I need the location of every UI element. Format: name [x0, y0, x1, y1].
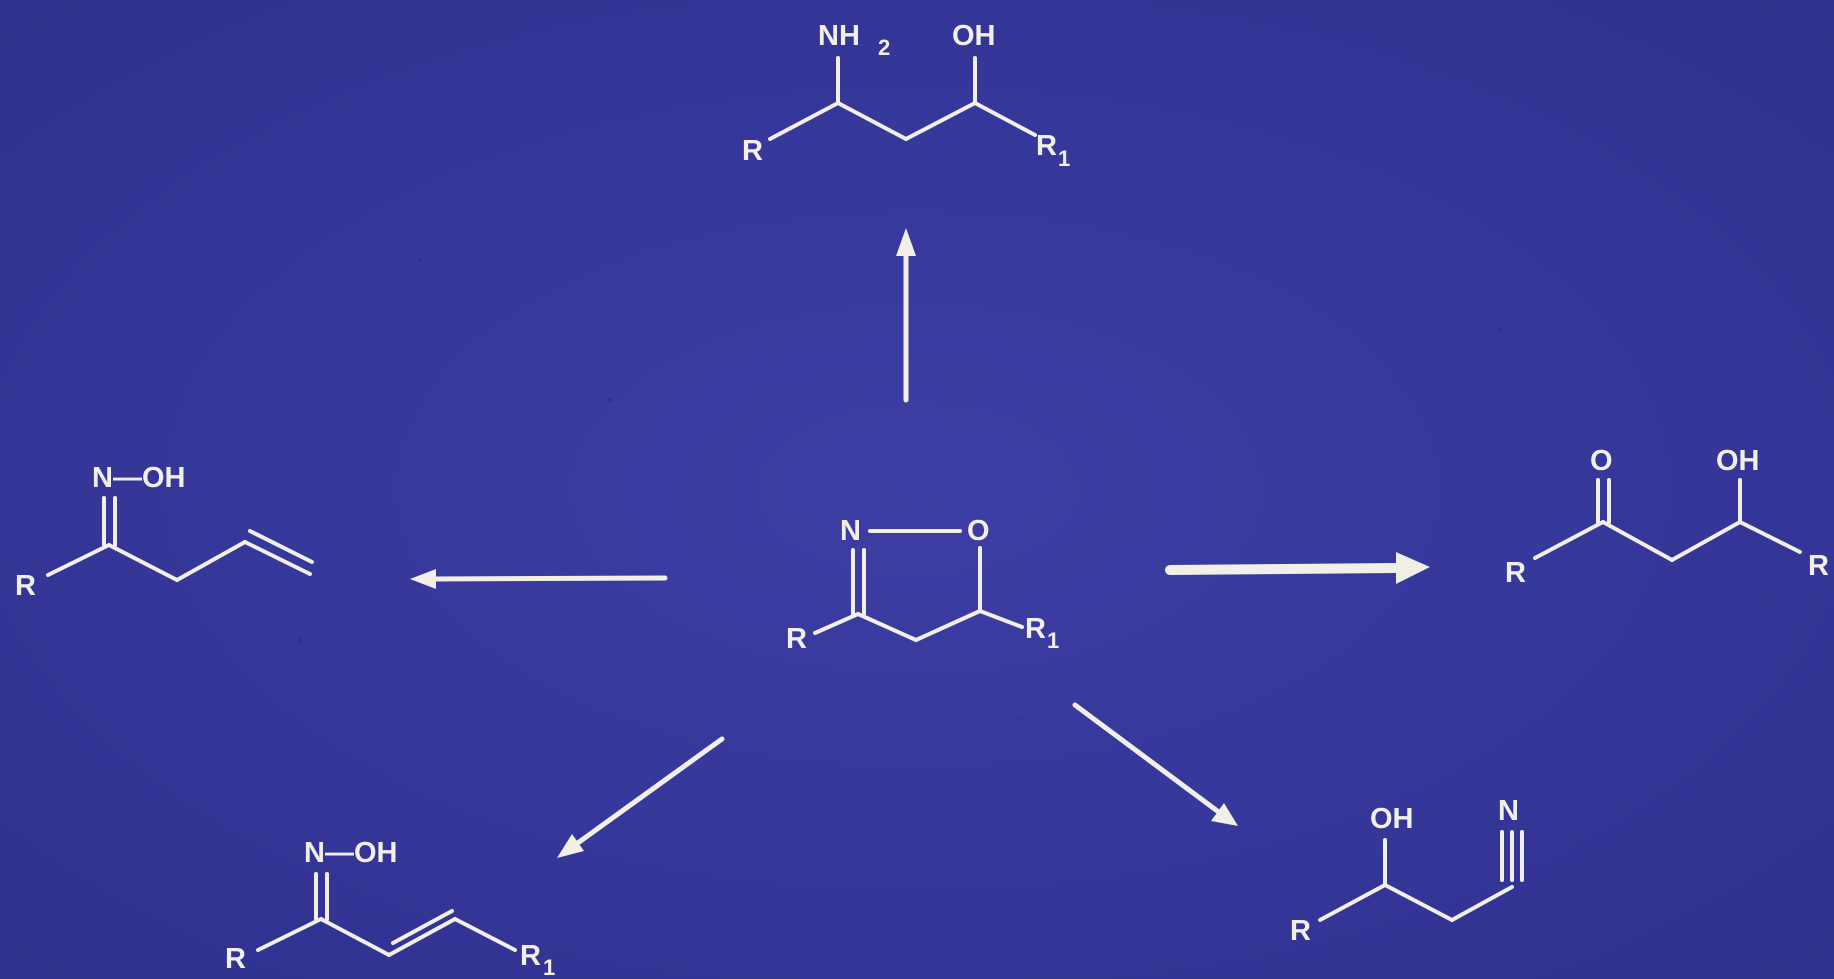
- arrow-down-right-shaft: [1072, 702, 1223, 816]
- right-c1-c2-bond: [1601, 520, 1674, 562]
- center-c3-r-bond: [813, 612, 860, 635]
- left-r-label: R: [15, 570, 36, 602]
- top-r1-label: R: [1036, 130, 1057, 162]
- bottom-left-ch-ch-double-bond-a: [387, 917, 457, 957]
- center-r-label: R: [786, 623, 807, 655]
- background-texture: [138, 118, 1702, 802]
- top-c1-c2-bond: [836, 101, 908, 141]
- top-nh2-subscript: 2: [878, 35, 890, 60]
- top-r-label: R: [742, 135, 763, 167]
- bottom-left-noh-label: N—OH: [304, 837, 397, 869]
- left-ch2-ch-bond: [175, 540, 247, 582]
- bottom-left-r-c-bond: [256, 917, 323, 952]
- right-c3-r1-bond: [1738, 520, 1802, 554]
- arrow-left-shaft: [429, 575, 668, 582]
- left-noh-label: N—OH: [92, 462, 185, 494]
- top-r1-subscript: 1: [1058, 146, 1070, 171]
- bottom-left-c-ch-bond: [319, 917, 391, 957]
- arrow-right-shaft: [1165, 563, 1407, 575]
- center-c5-r1-bond: [978, 609, 1024, 629]
- arrow-left-head: [410, 569, 436, 589]
- center-c4-c5-bond: [914, 609, 982, 642]
- hydroxy-nitrile-structure: OH N R: [1290, 795, 1524, 947]
- right-oh-label: OH: [1716, 445, 1760, 477]
- arrow-down-left-head: [557, 834, 584, 858]
- top-oh-label: OH: [952, 20, 996, 52]
- bottom-left-r1-subscript: 1: [543, 955, 555, 979]
- arrow-right-head: [1396, 552, 1430, 584]
- isoxazoline-structure: N O R R 1: [786, 515, 1059, 655]
- top-r-c1-bond: [768, 101, 840, 141]
- right-r1-label: R: [1808, 550, 1829, 582]
- bottom-left-ch-r1-bond: [453, 917, 517, 952]
- bottom-left-r1-label: R: [520, 940, 541, 972]
- center-r1-label: R: [1025, 613, 1046, 645]
- arrow-down-left-shaft: [572, 736, 725, 848]
- unsaturated-oxime-structure: N—OH R R 1: [225, 837, 555, 979]
- bottom-right-r-label: R: [1290, 915, 1311, 947]
- center-o-label: O: [967, 515, 990, 547]
- right-r-c1-bond: [1533, 520, 1605, 560]
- center-r1-subscript: 1: [1047, 628, 1059, 653]
- center-n-label: N: [840, 515, 861, 547]
- left-ch-ch2-double-bond-b: [248, 529, 314, 564]
- top-c2-c3-bond: [904, 101, 977, 141]
- arrow-down-right-head: [1211, 803, 1238, 826]
- top-nh2-label: NH: [818, 20, 860, 52]
- right-o-label: O: [1590, 445, 1613, 477]
- bottom-right-r-c-bond: [1318, 883, 1387, 922]
- bottom-left-ch-ch-double-bond-b: [391, 909, 454, 945]
- right-r-label: R: [1505, 557, 1526, 589]
- oxime-alkene-structure: N—OH R: [15, 462, 314, 602]
- left-ch-ch2-double-bond-a: [243, 540, 312, 576]
- amino-alcohol-structure: NH 2 OH R R 1: [742, 20, 1070, 171]
- left-r-c-bond: [46, 543, 111, 577]
- left-c-ch2-bond: [107, 543, 179, 582]
- bottom-right-ch2-cn-bond: [1450, 885, 1514, 922]
- center-c3-c4-bond: [856, 612, 918, 642]
- reaction-arrows: [410, 228, 1430, 858]
- bottom-left-r-label: R: [225, 943, 246, 975]
- bottom-right-oh-label: OH: [1370, 803, 1414, 835]
- bottom-right-c-ch2-bond: [1383, 883, 1454, 922]
- arrow-up-head: [896, 228, 916, 256]
- top-c3-r1-bond: [973, 101, 1037, 137]
- bottom-right-n-label: N: [1498, 795, 1519, 827]
- right-c2-c3-bond: [1670, 520, 1742, 562]
- hydroxy-ketone-structure: O OH R R: [1505, 445, 1829, 589]
